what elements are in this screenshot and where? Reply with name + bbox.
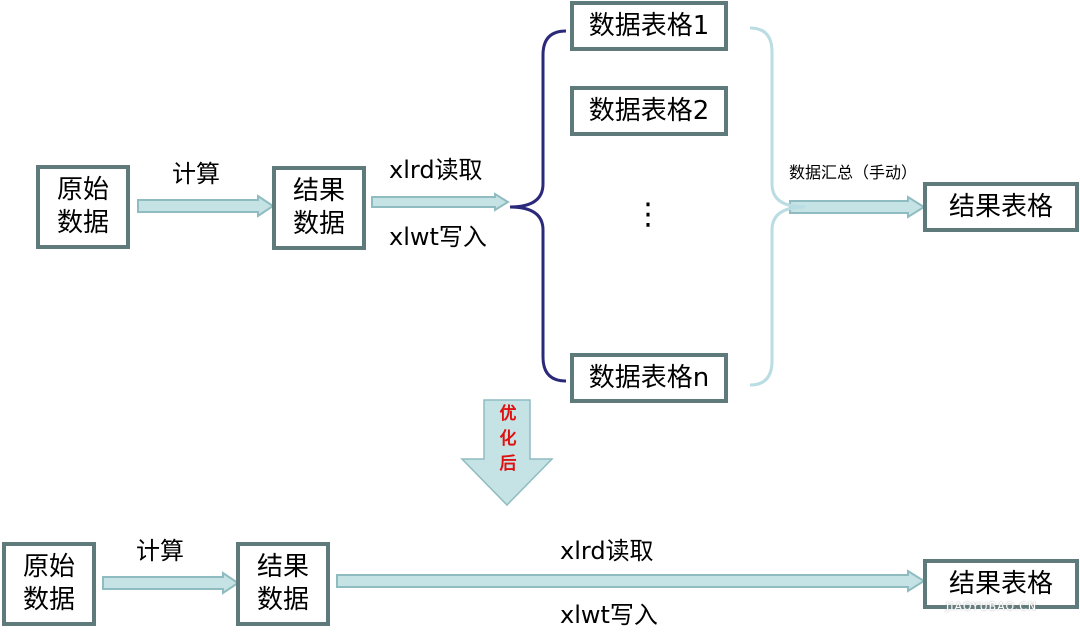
data-table-2-box: 数据表格2: [570, 86, 728, 136]
arrow-read-write-bottom: [336, 569, 926, 593]
ellipsis-vertical: ⋮: [633, 197, 663, 232]
right-brace: [749, 26, 806, 387]
result-data-box-bottom: 结果 数据: [236, 542, 330, 626]
data-table-2-text: 数据表格2: [588, 95, 710, 126]
optimize-label: 优 化 后: [496, 402, 520, 477]
left-brace: [509, 29, 567, 383]
optimize-label-text: 优 化 后: [499, 404, 517, 474]
write-label-bottom: xlwt写入: [560, 601, 658, 629]
read-label-bottom: xlrd读取: [560, 537, 654, 565]
compute-label-bottom: 计算: [136, 537, 184, 565]
arrow-merge-top: [789, 195, 926, 219]
result-data-text-bottom: 结果 数据: [256, 552, 309, 615]
data-table-1-text: 数据表格1: [588, 10, 710, 41]
result-table-text-bottom: 结果表格: [948, 568, 1053, 599]
data-table-1-box: 数据表格1: [570, 1, 728, 51]
compute-label-top: 计算: [172, 160, 220, 188]
result-table-box-top: 结果表格: [923, 182, 1079, 232]
data-table-n-box: 数据表格n: [570, 353, 728, 403]
merge-label-top: 数据汇总（手动）: [789, 163, 918, 182]
arrow-compute-top: [137, 194, 275, 218]
arrow-compute-bottom: [102, 571, 240, 595]
source-data-text-top: 原始 数据: [56, 175, 109, 238]
optimize-down-arrow: [460, 399, 554, 507]
source-data-box-top: 原始 数据: [36, 165, 130, 249]
result-table-box-bottom: 结果表格: [923, 559, 1079, 609]
result-data-text-top: 结果 数据: [292, 176, 345, 239]
source-data-text-bottom: 原始 数据: [22, 552, 75, 615]
watermark: JIAOYUBAO.CN: [946, 600, 1038, 613]
arrow-read-write-top: [371, 192, 510, 212]
write-label-top: xlwt写入: [389, 223, 487, 251]
source-data-box-bottom: 原始 数据: [2, 542, 96, 626]
read-label-top: xlrd读取: [389, 156, 483, 184]
result-table-text-top: 结果表格: [948, 191, 1053, 222]
result-data-box-top: 结果 数据: [272, 166, 366, 250]
data-table-n-text: 数据表格n: [588, 362, 710, 393]
